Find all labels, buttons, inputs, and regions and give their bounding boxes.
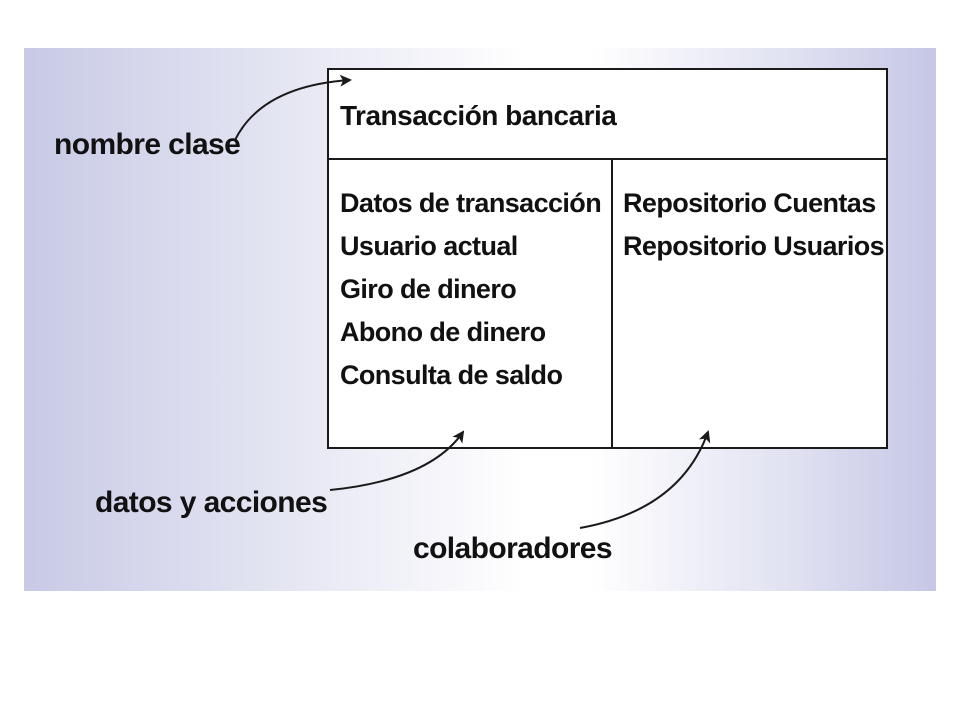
responsibility-item: Giro de dinero [340, 274, 517, 304]
collaborator-item: Repositorio Usuarios [623, 231, 885, 261]
responsibility-item: Consulta de saldo [340, 360, 563, 390]
responsibility-item: Abono de dinero [340, 317, 546, 347]
responsibilities-callout: datos y acciones [95, 486, 328, 519]
responsibilities-section: Datos de transacción Usuario actual Giro… [329, 160, 613, 447]
collaborators-section: Repositorio Cuentas Repositorio Usuarios [613, 160, 886, 447]
collaborator-item: Repositorio Cuentas [623, 188, 876, 218]
collaborators-list: Repositorio Cuentas Repositorio Usuarios [623, 182, 885, 268]
responsibilities-list: Datos de transacción Usuario actual Giro… [340, 182, 602, 397]
collaborators-callout: colaboradores [413, 532, 613, 565]
responsibility-item: Usuario actual [340, 231, 518, 261]
responsibility-item: Datos de transacción [340, 188, 602, 218]
class-name-text: Transacción bancaria [340, 100, 617, 131]
crc-card: Transacción bancaria Datos de transacció… [327, 68, 888, 449]
class-name-section: Transacción bancaria [329, 70, 886, 160]
class-name-callout: nombre clase [54, 128, 241, 161]
